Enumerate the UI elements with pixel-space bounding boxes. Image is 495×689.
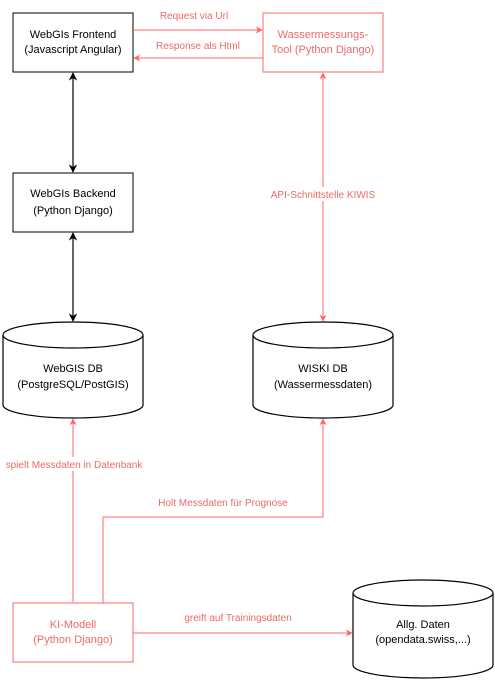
webgis-frontend-subtitle: (Javascript Angular) <box>24 44 121 56</box>
webgis-backend-subtitle: (Python Django) <box>33 205 113 217</box>
node-webgis-db[interactable]: WebGIS DB (PostgreSQL/PostGIS) <box>2 321 144 419</box>
ki-modell-title: KI-Modell <box>50 619 96 631</box>
webgis-frontend-title: WebGIs Frontend <box>30 29 117 41</box>
edge-holt-label-bg <box>150 495 296 509</box>
edge-holt <box>102 418 327 603</box>
wassermessungs-tool-title: Wassermessungs- <box>278 29 369 41</box>
node-ki-modell[interactable]: KI-Modell (Python Django) <box>12 602 134 663</box>
allg-daten-title: Allg. Daten <box>396 619 450 631</box>
webgis-db-subtitle: (PostgreSQL/PostGIS) <box>17 379 128 391</box>
edge-response-label: Response als Html <box>156 41 240 52</box>
edge-greift-label-bg <box>170 610 306 624</box>
edge-spielt-label-bg <box>0 457 152 471</box>
allg-daten-subtitle: (opendata.swiss,...) <box>375 634 470 646</box>
ki-modell-subtitle: (Python Django) <box>33 634 113 646</box>
edge-holt-label: Holt Messdaten für Prognose <box>158 498 288 509</box>
edge-request-label-bg <box>150 9 240 23</box>
webgis-db-title: WebGIS DB <box>43 363 103 375</box>
wassermessungs-tool-subtitle: Tool (Python Django) <box>272 44 375 56</box>
wiski-db-title: WISKI DB <box>298 363 348 375</box>
node-wassermessungs-tool[interactable]: Wassermessungs- Tool (Python Django) <box>262 12 384 73</box>
node-wiski-db[interactable]: WISKI DB (Wassermessdaten) <box>252 321 394 419</box>
node-webgis-backend[interactable]: WebGIs Backend (Python Django) <box>12 172 134 233</box>
node-allg-daten[interactable]: Allg. Daten (opendata.swiss,...) <box>352 579 494 679</box>
edge-request-label: Request via Url <box>160 11 228 22</box>
webgis-backend-title: WebGIs Backend <box>30 188 115 200</box>
edge-greift-label: greift auf Trainingsdaten <box>184 613 291 624</box>
edge-response-label-bg <box>148 39 248 53</box>
wiski-db-subtitle: (Wassermessdaten) <box>274 379 372 391</box>
edge-api-label: API-Schnittstelle KIWIS <box>271 190 376 201</box>
edge-spielt-label: spielt Messdaten in Datenbank <box>6 460 144 471</box>
edge-api-label-bg <box>262 187 384 201</box>
node-webgis-frontend[interactable]: WebGIs Frontend (Javascript Angular) <box>12 12 134 73</box>
